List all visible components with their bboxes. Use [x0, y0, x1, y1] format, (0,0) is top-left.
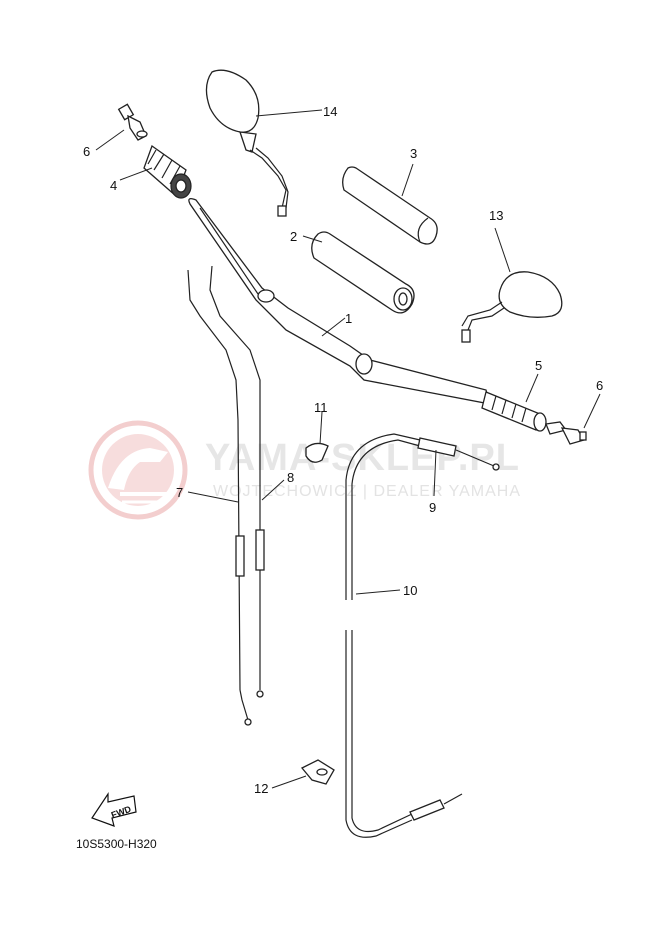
bar-end-left [117, 103, 148, 141]
handlebar [188, 198, 491, 405]
callout-9: 9 [429, 500, 436, 515]
leader-lines [95, 109, 601, 789]
callout-3: 3 [410, 146, 417, 161]
callout-6-left: 6 [83, 144, 90, 159]
mirror-left [205, 69, 289, 217]
throttle-cables [187, 265, 265, 726]
bar-pad [342, 166, 438, 245]
callout-7: 7 [176, 485, 183, 500]
bar-pad-inner [311, 231, 415, 314]
callout-12: 12 [254, 781, 268, 796]
watermark: YAMA-SKLEP.PL WOJTECHOWICZ | DEALER YAMA… [88, 420, 521, 520]
callout-1: 1 [345, 311, 352, 326]
fwd-arrow-icon: FWD [91, 792, 137, 827]
watermark-logo [88, 420, 188, 520]
callout-11: 11 [314, 400, 328, 415]
drawing-code: 10S5300-H320 [76, 837, 157, 851]
grip-left [143, 144, 192, 199]
callout-6-right: 6 [596, 378, 603, 393]
watermark-subtitle: WOJTECHOWICZ | DEALER YAMAHA [213, 483, 521, 500]
mirror-right [461, 271, 563, 343]
callout-8: 8 [287, 470, 294, 485]
grip-right [481, 391, 547, 432]
callout-5: 5 [535, 358, 542, 373]
callout-4: 4 [110, 178, 117, 193]
callout-13: 13 [489, 208, 503, 223]
callout-14: 14 [323, 104, 337, 119]
cable-holder [300, 759, 335, 785]
clutch-cable [345, 433, 500, 838]
callout-2: 2 [290, 229, 297, 244]
bar-end-right [545, 421, 587, 445]
callout-10: 10 [403, 583, 417, 598]
cable-clamp-small [305, 442, 329, 463]
